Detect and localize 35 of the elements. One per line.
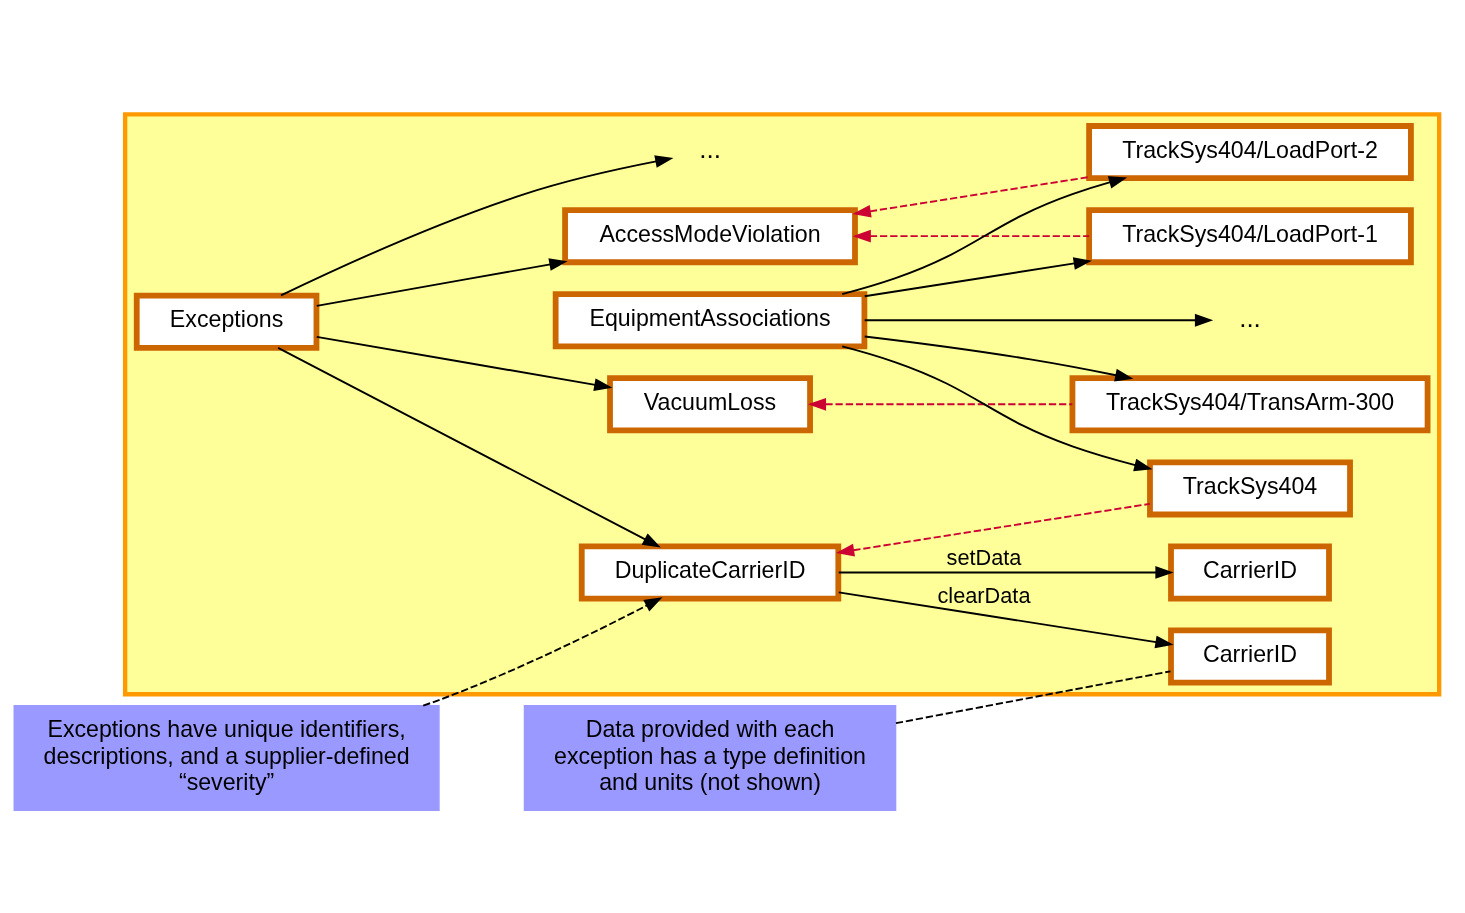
node-box: DuplicateCarrierID xyxy=(578,543,842,602)
node-box: CarrierID xyxy=(1168,543,1332,602)
node-box: TrackSys404/LoadPort-2 xyxy=(1086,123,1414,182)
arrow xyxy=(315,336,613,391)
edge-label: setData xyxy=(946,545,1022,571)
arrow xyxy=(837,566,1174,579)
node-box: AccessModeViolation xyxy=(562,207,858,266)
node-box: EquipmentAssociations xyxy=(552,291,868,350)
cluster xyxy=(122,112,1442,697)
node-box: Data provided with each exception has a type definition and units (not shown) xyxy=(523,705,897,811)
node-text: ... xyxy=(1239,302,1261,333)
arrow xyxy=(277,346,661,548)
node-box: TrackSys404/TransArm-300 xyxy=(1069,375,1431,434)
node-box: Exceptions have unique identifiers, descriptions, and a supplier-defined “severity” xyxy=(13,705,440,811)
connector xyxy=(895,670,1172,725)
arrow xyxy=(807,397,1074,411)
arrow xyxy=(841,345,1153,472)
arrow xyxy=(841,176,1128,296)
arrow xyxy=(280,155,674,297)
arrow xyxy=(863,313,1214,327)
node-box: TrackSys404 xyxy=(1147,459,1353,518)
arrow xyxy=(863,335,1134,382)
edge-label: clearData xyxy=(937,582,1031,608)
arrow xyxy=(835,502,1151,557)
arrow xyxy=(852,229,1091,243)
arrow xyxy=(863,257,1092,298)
arrow xyxy=(837,591,1174,649)
arrow xyxy=(315,258,568,307)
node-box: VacuumLoss xyxy=(607,375,813,434)
node-text: ... xyxy=(699,134,721,165)
node-box: CarrierID xyxy=(1168,627,1332,686)
arrow xyxy=(852,176,1091,218)
arrow xyxy=(422,597,663,707)
node-box: Exceptions xyxy=(133,292,320,351)
node-box: TrackSys404/LoadPort-1 xyxy=(1086,207,1414,266)
